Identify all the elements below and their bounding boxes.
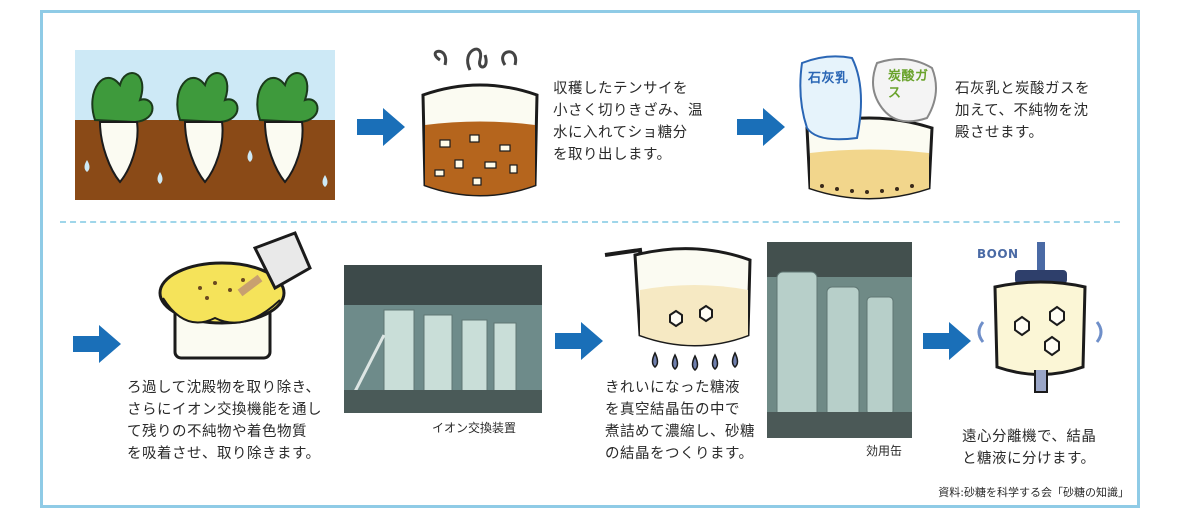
evaporator-caption: 効用缶	[866, 444, 903, 458]
beet-1	[91, 72, 154, 184]
frame-border	[40, 10, 1140, 508]
ion-exchange-caption: イオン交換装置	[432, 421, 517, 435]
step-2-description: 石灰乳と炭酸ガスを 加えて、不純物を沈 殿させます。	[955, 81, 1090, 141]
arrow-icon	[923, 322, 971, 360]
arrow-icon	[555, 322, 603, 360]
step-3-description: ろ過して沈殿物を取り除き、 さらにイオン交換機能を通し て残りの不純物や着色物質…	[127, 380, 322, 462]
evaporator-photo	[767, 242, 912, 438]
vacuum-pan-illustration	[604, 247, 752, 371]
arrow-icon	[737, 108, 785, 146]
co2-label: 炭酸ガス	[888, 69, 929, 101]
soaking-pot-illustration	[421, 47, 539, 197]
arrow-icon	[357, 108, 405, 146]
filtration-illustration	[158, 231, 312, 360]
lime-carbonation-pot-illustration	[799, 55, 937, 200]
arrow-icon	[73, 325, 121, 363]
beet-field-illustration	[75, 50, 335, 200]
boon-label: BOON	[977, 247, 1019, 261]
ion-exchange-photo	[344, 265, 542, 413]
lime-label: 石灰乳	[808, 71, 849, 86]
step-1-description: 収穫したテンサイを 小さく切りきざみ、温 水に入れてショ糖分 を取り出します。	[553, 81, 703, 163]
centrifuge-illustration	[977, 242, 1103, 393]
step-5-description: 遠心分離機で、結晶 と糖液に分けます。	[962, 429, 1097, 467]
beet-3	[256, 72, 319, 184]
beet-2	[176, 72, 239, 184]
row-divider	[60, 221, 1120, 223]
source-note: 資料:砂糖を科学する会「砂糖の知識」	[938, 486, 1129, 499]
step-4-description: きれいになった糖液 を真空結晶缶の中で 煮詰めて濃縮し、砂糖 の結晶をつくります…	[605, 380, 755, 462]
